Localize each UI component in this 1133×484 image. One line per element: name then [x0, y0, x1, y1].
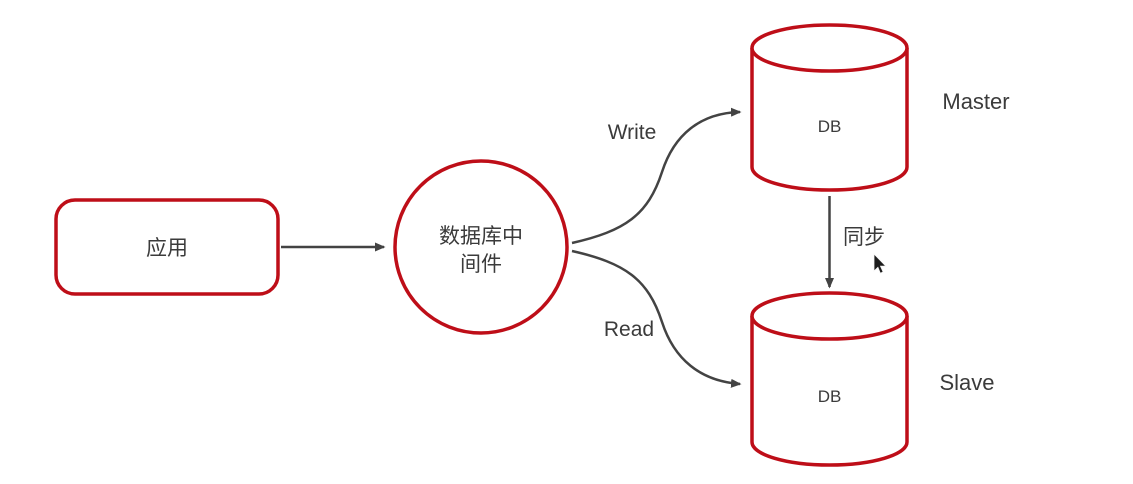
- middleware-label-line1: 数据库中: [439, 225, 523, 248]
- master-db-node: DB: [750, 23, 909, 192]
- mouse-cursor: [873, 253, 887, 274]
- middleware-node: 数据库中 间件: [393, 159, 569, 335]
- app-node-label: 应用: [146, 237, 188, 260]
- master-db-cylinder-body: [750, 48, 909, 192]
- slave-db-node: DB: [750, 291, 909, 467]
- slave-db-label: DB: [818, 387, 842, 406]
- read-label: Read: [604, 318, 654, 341]
- slave-db-cylinder-top: [750, 291, 909, 341]
- read-arrow: [571, 249, 742, 388]
- app-node-box: [54, 198, 280, 296]
- write-arrow: [571, 107, 742, 245]
- slave-db-cylinder-body: [750, 316, 909, 467]
- slave-role-label: Slave: [939, 370, 994, 395]
- master-role-label: Master: [942, 89, 1009, 114]
- middleware-node-circle: [393, 159, 569, 335]
- write-label: Write: [608, 121, 657, 144]
- master-db-label: DB: [818, 117, 842, 136]
- app-node: 应用: [54, 198, 280, 296]
- master-db-cylinder-top: [750, 23, 909, 73]
- middleware-label-line2: 间件: [460, 253, 502, 276]
- sync-label: 同步: [843, 226, 885, 249]
